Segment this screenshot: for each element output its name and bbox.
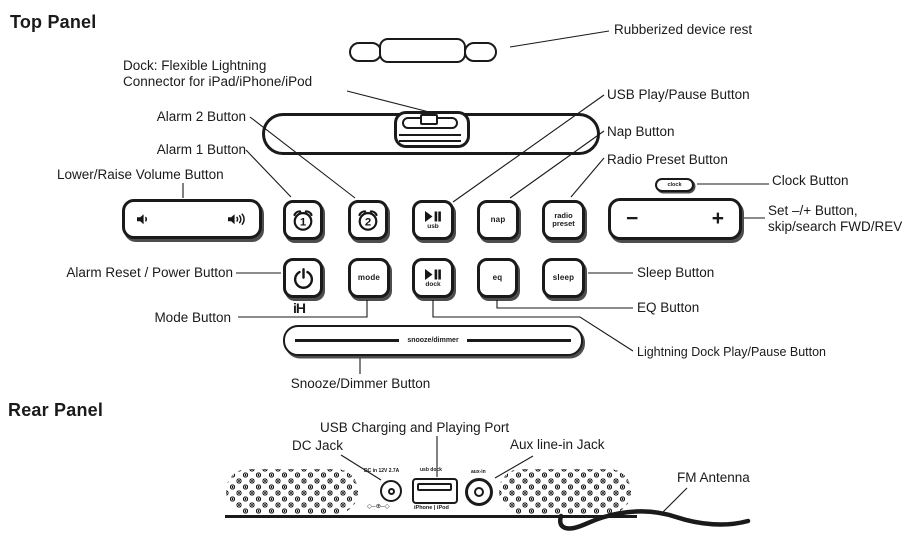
label-aux-jack: Aux line-in Jack	[510, 437, 605, 452]
usb-play-pause-button: usb	[412, 200, 454, 240]
usb-port	[412, 478, 458, 504]
speaker-high-icon	[228, 212, 245, 225]
label-dock-play: Lightning Dock Play/Pause Button	[637, 345, 827, 359]
rear-panel-baseline	[225, 515, 637, 518]
nap-button-label: nap	[490, 215, 506, 224]
eq-button-label: eq	[492, 273, 503, 282]
dock-button-label: dock	[425, 280, 441, 288]
snooze-bar-line	[295, 339, 400, 342]
leader-fm-antenna	[661, 487, 688, 514]
speaker-low-icon	[137, 213, 148, 224]
label-nap: Nap Button	[607, 124, 675, 139]
aux-in-text: aux-in	[471, 469, 486, 475]
top-panel-heading: Top Panel	[10, 12, 97, 32]
aux-line-in-jack	[465, 478, 493, 506]
label-power: Alarm Reset / Power Button	[66, 265, 233, 280]
ihome-logo: iH	[293, 300, 306, 316]
dc-polarity-symbol: ◇–⊕–◇	[367, 503, 390, 510]
label-set-line1: Set –/+ Button,	[768, 203, 858, 218]
dc-jack	[380, 480, 402, 502]
label-dock: Dock: Flexible Lightning Connector for i…	[123, 58, 312, 89]
label-dock-line2: Connector for iPad/iPhone/iPod	[123, 73, 313, 89]
label-usb-port: USB Charging and Playing Port	[320, 420, 510, 435]
play-pause-icon	[425, 268, 441, 280]
sleep-button-label: sleep	[552, 273, 575, 282]
snooze-bar-line	[466, 339, 572, 342]
volume-button	[122, 199, 262, 239]
label-set-line2: skip/search FWD/REV	[768, 218, 903, 234]
label-dc-jack: DC Jack	[292, 438, 344, 453]
dc-jack-pin	[387, 487, 395, 495]
leader-eq	[496, 300, 633, 309]
usb-dock-text: usb dock	[420, 467, 442, 473]
alarm2-number: 2	[365, 216, 371, 228]
dock-layer-line	[399, 134, 461, 136]
label-clock: Clock Button	[772, 173, 849, 188]
label-fm-antenna: FM Antenna	[677, 470, 750, 485]
label-rubberized: Rubberized device rest	[614, 22, 753, 37]
plus-glyph: +	[711, 207, 724, 230]
leader-rubberized	[509, 30, 610, 48]
snooze-dimmer-label: snooze/dimmer	[407, 337, 459, 344]
label-volume: Lower/Raise Volume Button	[57, 167, 224, 182]
alarm2-button: 2	[348, 200, 388, 240]
label-sleep: Sleep Button	[637, 265, 715, 280]
lightning-dock-connector	[394, 111, 470, 148]
iphone-ipod-text: iPhone | iPod	[414, 505, 449, 511]
dock-tab	[420, 114, 438, 125]
usb-port-tongue	[417, 483, 452, 491]
device-rest-center	[379, 38, 466, 63]
device-rest-right-cap	[464, 42, 497, 62]
label-set: Set –/+ Button, skip/search FWD/REV	[768, 203, 902, 234]
alarm-clock-1-icon: 1	[293, 210, 313, 231]
mode-button-label: mode	[357, 273, 381, 282]
alarm-clock-2-icon: 2	[358, 210, 378, 231]
eq-button: eq	[477, 258, 518, 298]
dock-play-pause-button: dock	[412, 258, 454, 298]
snooze-dimmer-button: snooze/dimmer	[283, 325, 583, 356]
leader-alarm1	[245, 149, 292, 198]
radio-preset-label-line2: preset	[552, 219, 575, 228]
label-alarm2: Alarm 2 Button	[156, 109, 246, 124]
mode-button: mode	[348, 258, 390, 298]
nap-button: nap	[477, 200, 519, 240]
radio-preset-label-line1: radio	[554, 211, 573, 220]
label-mode: Mode Button	[154, 310, 231, 325]
label-radio: Radio Preset Button	[607, 152, 728, 167]
dock-layer-line	[399, 140, 461, 142]
power-icon	[293, 267, 313, 289]
aux-jack-hole	[474, 487, 484, 497]
speaker-grille-left	[226, 469, 358, 514]
rear-panel-heading: Rear Panel	[8, 400, 104, 420]
leader-radio	[570, 157, 605, 198]
label-eq: EQ Button	[637, 300, 700, 315]
clock-button: clock	[655, 178, 694, 192]
power-button	[283, 258, 323, 298]
dc-jack-text: DC in 12V 2.7A	[364, 468, 400, 474]
label-snooze: Snooze/Dimmer Button	[290, 376, 431, 391]
set-minus-plus-button: − +	[608, 198, 742, 240]
sleep-button: sleep	[542, 258, 585, 298]
label-dock-line1: Dock: Flexible Lightning	[123, 58, 267, 73]
alarm1-button: 1	[283, 200, 323, 240]
clock-button-label: clock	[667, 182, 682, 188]
usb-button-label: usb	[427, 222, 439, 230]
label-usb-play: USB Play/Pause Button	[607, 87, 750, 102]
speaker-grille-right	[499, 469, 631, 514]
device-rest-left-cap	[349, 42, 382, 62]
play-pause-icon	[425, 210, 441, 222]
minus-glyph: −	[626, 207, 639, 230]
radio-preset-button: radio preset	[542, 200, 585, 240]
alarm1-number: 1	[300, 216, 307, 228]
label-alarm1: Alarm 1 Button	[156, 142, 246, 157]
